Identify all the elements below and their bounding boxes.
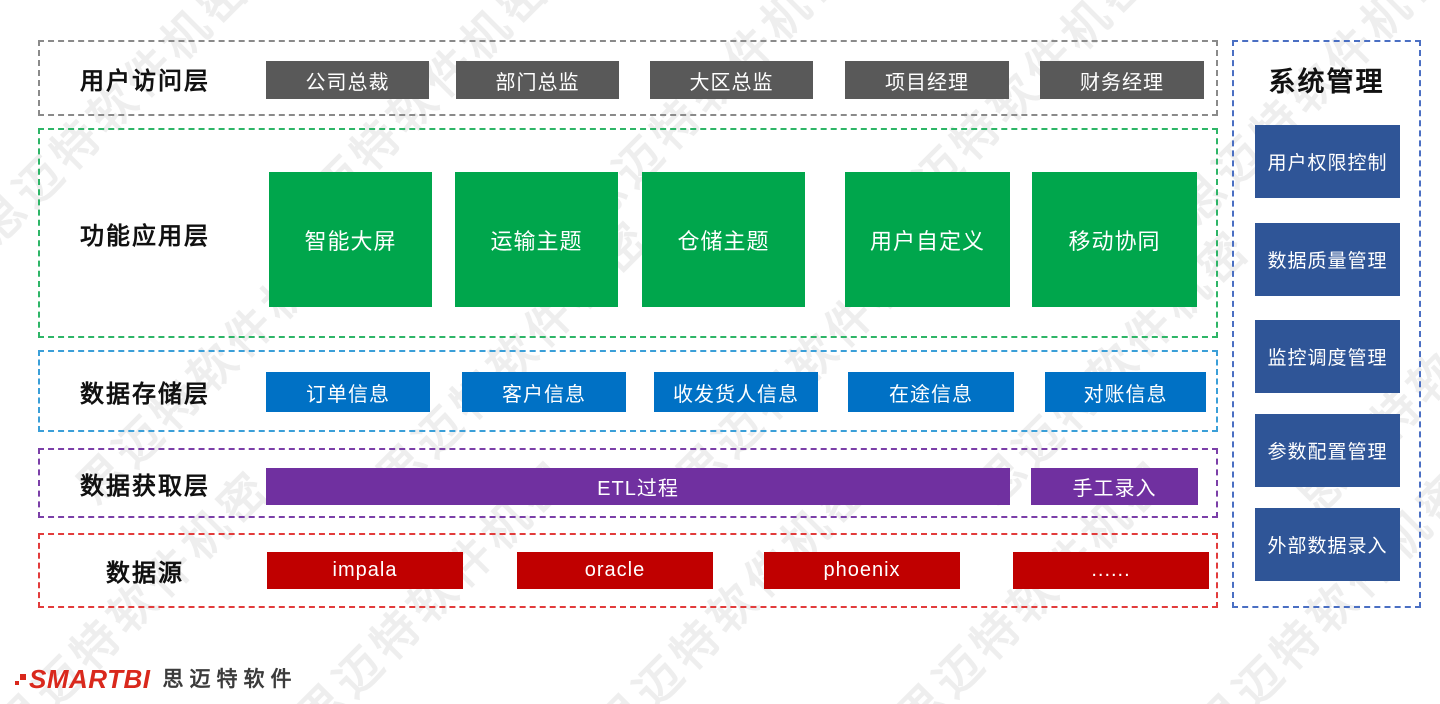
app-module-box[interactable]: 移动协同 <box>1032 172 1197 307</box>
company-name: 思迈特软件 <box>162 667 298 691</box>
datasource-box[interactable]: impala <box>267 552 463 589</box>
app-module-box[interactable]: 仓储主题 <box>642 172 805 307</box>
storage-box[interactable]: 收发货人信息 <box>654 372 818 412</box>
system-function-box[interactable]: 参数配置管理 <box>1255 414 1400 487</box>
system-management-panel: 系统管理 用户权限控制 数据质量管理 监控调度管理 参数配置管理 外部数据录入 <box>1232 40 1421 608</box>
layer-label-data-storage: 数据存储层 <box>80 380 210 408</box>
storage-box[interactable]: 客户信息 <box>462 372 626 412</box>
layer-label-function-application: 功能应用层 <box>80 222 210 250</box>
storage-box[interactable]: 对账信息 <box>1045 372 1206 412</box>
system-function-box[interactable]: 数据质量管理 <box>1255 223 1400 296</box>
datasource-box[interactable]: phoenix <box>764 552 960 589</box>
datasource-box[interactable]: oracle <box>517 552 713 589</box>
system-function-box[interactable]: 用户权限控制 <box>1255 125 1400 198</box>
user-role-box[interactable]: 项目经理 <box>845 61 1009 99</box>
manual-entry-box[interactable]: 手工录入 <box>1031 468 1198 505</box>
smartbi-logo-icon <box>15 674 26 685</box>
app-module-box[interactable]: 用户自定义 <box>845 172 1010 307</box>
layer-data-source: 数据源 impala oracle phoenix ...... <box>38 533 1218 608</box>
etl-process-box[interactable]: ETL过程 <box>266 468 1010 505</box>
layer-label-data-acquisition: 数据获取层 <box>80 472 210 500</box>
layer-user-access: 用户访问层 公司总裁 部门总监 大区总监 项目经理 财务经理 <box>38 40 1218 116</box>
user-role-box[interactable]: 大区总监 <box>650 61 813 99</box>
storage-box[interactable]: 在途信息 <box>848 372 1014 412</box>
storage-box[interactable]: 订单信息 <box>266 372 430 412</box>
layer-data-storage: 数据存储层 订单信息 客户信息 收发货人信息 在途信息 对账信息 <box>38 350 1218 432</box>
layer-label-user-access: 用户访问层 <box>80 67 210 95</box>
layer-data-acquisition: 数据获取层 ETL过程 手工录入 <box>38 448 1218 518</box>
footer-logo: SMARTBI 思迈特软件 <box>14 666 297 692</box>
user-role-box[interactable]: 部门总监 <box>456 61 619 99</box>
user-role-box[interactable]: 公司总裁 <box>266 61 429 99</box>
system-function-box[interactable]: 监控调度管理 <box>1255 320 1400 393</box>
system-function-box[interactable]: 外部数据录入 <box>1255 508 1400 581</box>
brand-name: SMARTBI <box>29 664 151 694</box>
user-role-box[interactable]: 财务经理 <box>1040 61 1204 99</box>
app-module-box[interactable]: 智能大屏 <box>269 172 432 307</box>
app-module-box[interactable]: 运输主题 <box>455 172 618 307</box>
system-management-title: 系统管理 <box>1268 67 1385 97</box>
datasource-box[interactable]: ...... <box>1013 552 1209 589</box>
layer-label-data-source: 数据源 <box>106 560 184 587</box>
layer-function-application: 功能应用层 智能大屏 运输主题 仓储主题 用户自定义 移动协同 <box>38 128 1218 338</box>
